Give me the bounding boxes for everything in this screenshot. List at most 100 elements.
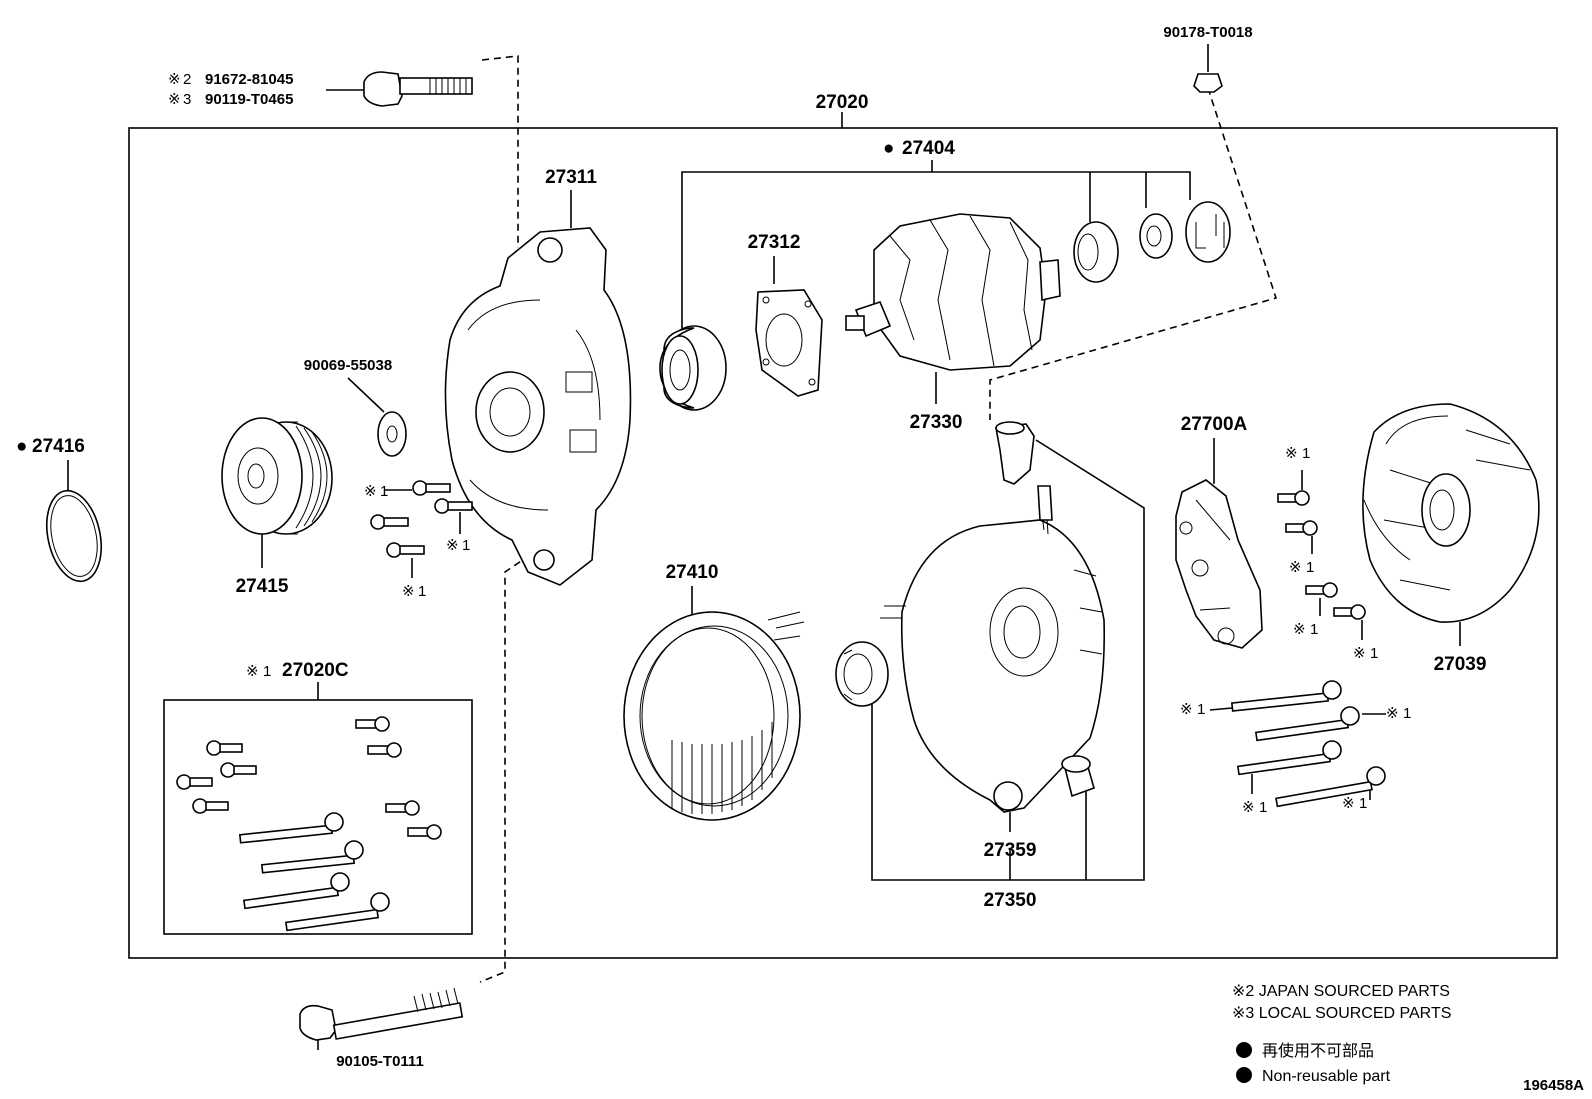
rear-frame: [880, 485, 1106, 813]
svg-text:1: 1: [1310, 621, 1318, 638]
stator-nut: [1193, 73, 1223, 93]
legend-bullet-jp: [1236, 1042, 1252, 1058]
note-bolt-d: ※1: [1342, 795, 1367, 812]
svg-text:1: 1: [1403, 705, 1411, 722]
retainer-plate: [755, 289, 823, 397]
rear-bearing: [1073, 221, 1119, 283]
svg-text:27020C: 27020C: [282, 660, 349, 681]
note-bolt-a: ※1: [1180, 701, 1205, 718]
label-cover: 27039: [1434, 654, 1487, 675]
label-ring: ● 27416: [16, 436, 85, 457]
label-bolt-kit: ※ 1 27020C: [246, 660, 349, 681]
svg-text:27404: 27404: [902, 138, 955, 159]
note-screw-b: ※1: [446, 537, 470, 554]
svg-text:1: 1: [462, 537, 470, 554]
label-rear-assy: 27350: [984, 890, 1037, 911]
label-regulator: 27700A: [1181, 414, 1248, 435]
note-bolt-b: ※1: [1386, 705, 1411, 722]
svg-text:※: ※: [402, 583, 415, 600]
rear-bearing-ring: [835, 641, 889, 707]
svg-text:※: ※: [364, 483, 377, 500]
svg-text:1: 1: [263, 663, 271, 680]
rear-cover: [1362, 403, 1540, 623]
svg-text:※: ※: [1242, 799, 1255, 816]
label-frame: 27311: [545, 167, 597, 188]
pulley: [221, 417, 333, 535]
svg-text:※: ※: [446, 537, 459, 554]
legend-japan: ※2 JAPAN SOURCED PARTS: [1232, 983, 1450, 1000]
label-washer: 90069-55038: [304, 357, 392, 374]
rear-bushing: [1061, 755, 1095, 798]
bearing-cover: [1185, 201, 1231, 263]
label-bottom-bolt: 90105-T0111: [336, 1053, 424, 1070]
label-top-bolt-1: ※ 2 91672-81045: [168, 71, 293, 88]
dashed-line-right: [989, 87, 1278, 420]
svg-text:※: ※: [1289, 559, 1302, 576]
svg-text:1: 1: [1370, 645, 1378, 662]
washer: [377, 411, 407, 457]
label-stator-bolt-top: 90178-T0018: [1163, 24, 1252, 41]
rotor-kit-bracket: [681, 160, 1191, 330]
legend-local: ※3 LOCAL SOURCED PARTS: [1232, 1005, 1451, 1022]
regulator-screws: [1277, 470, 1366, 640]
legend-bullet-en: [1236, 1067, 1252, 1083]
note-screw-c: ※1: [402, 583, 426, 600]
top-bolt: [326, 71, 473, 107]
label-rotor-kit: ● 27404: [883, 138, 955, 159]
label-pulley: 27415: [236, 576, 289, 597]
regulator: [1175, 479, 1263, 649]
note-reg-a: ※1: [1285, 445, 1310, 462]
bolt-kit-parts: [176, 716, 442, 932]
label-rear-frame: 27359: [984, 840, 1037, 861]
front-bearing: [659, 325, 727, 411]
legend: ※2 JAPAN SOURCED PARTS ※3 LOCAL SOURCED …: [1232, 983, 1451, 1085]
note-screw-a: ※1: [364, 483, 388, 500]
legend-non-reusable-en: Non-reusable part: [1262, 1068, 1391, 1085]
rear-assy-bracket: [871, 439, 1145, 881]
label-rotor: 27330: [910, 412, 963, 433]
svg-text:1: 1: [1197, 701, 1205, 718]
stator: [623, 611, 805, 821]
svg-text:※: ※: [1293, 621, 1306, 638]
svg-text:※: ※: [1342, 795, 1355, 812]
svg-text:※: ※: [1386, 705, 1399, 722]
terminal-insulator: [995, 421, 1035, 485]
svg-text:1: 1: [1259, 799, 1267, 816]
svg-text:※: ※: [168, 91, 181, 108]
note-reg-d: ※1: [1353, 645, 1378, 662]
label-stator: 27410: [666, 562, 719, 583]
through-bolts: [1209, 680, 1386, 808]
label-retainer: 27312: [748, 232, 801, 253]
label-top-bolt-2: ※ 3 90119-T0465: [168, 91, 293, 108]
rear-spacer: [1139, 213, 1173, 259]
figure-id: 196458A: [1523, 1077, 1584, 1094]
svg-text:※: ※: [246, 663, 259, 680]
svg-text:91672-81045: 91672-81045: [205, 71, 293, 88]
rotor: [845, 213, 1061, 371]
svg-text:1: 1: [418, 583, 426, 600]
svg-text:※: ※: [1353, 645, 1366, 662]
svg-text:●: ●: [16, 436, 27, 457]
svg-text:1: 1: [1302, 445, 1310, 462]
front-frame: [444, 227, 632, 586]
svg-text:1: 1: [1306, 559, 1314, 576]
svg-text:●: ●: [883, 138, 894, 159]
svg-text:※: ※: [1180, 701, 1193, 718]
bottom-bolt: [299, 987, 464, 1050]
washer-leader: [347, 377, 385, 413]
label-assembly: 27020: [816, 92, 869, 113]
svg-text:1: 1: [380, 483, 388, 500]
note-reg-b: ※1: [1289, 559, 1314, 576]
ring: [46, 489, 102, 583]
svg-text:1: 1: [1359, 795, 1367, 812]
note-reg-c: ※1: [1293, 621, 1318, 638]
legend-non-reusable-jp: 再使用不可部品: [1262, 1042, 1374, 1060]
svg-text:※: ※: [1285, 445, 1298, 462]
svg-text:3: 3: [183, 91, 191, 108]
svg-text:90119-T0465: 90119-T0465: [205, 91, 293, 108]
svg-text:27416: 27416: [32, 436, 85, 457]
note-bolt-c: ※1: [1242, 799, 1267, 816]
assembly-frame: [128, 127, 1558, 959]
frame-screws: [370, 480, 473, 578]
